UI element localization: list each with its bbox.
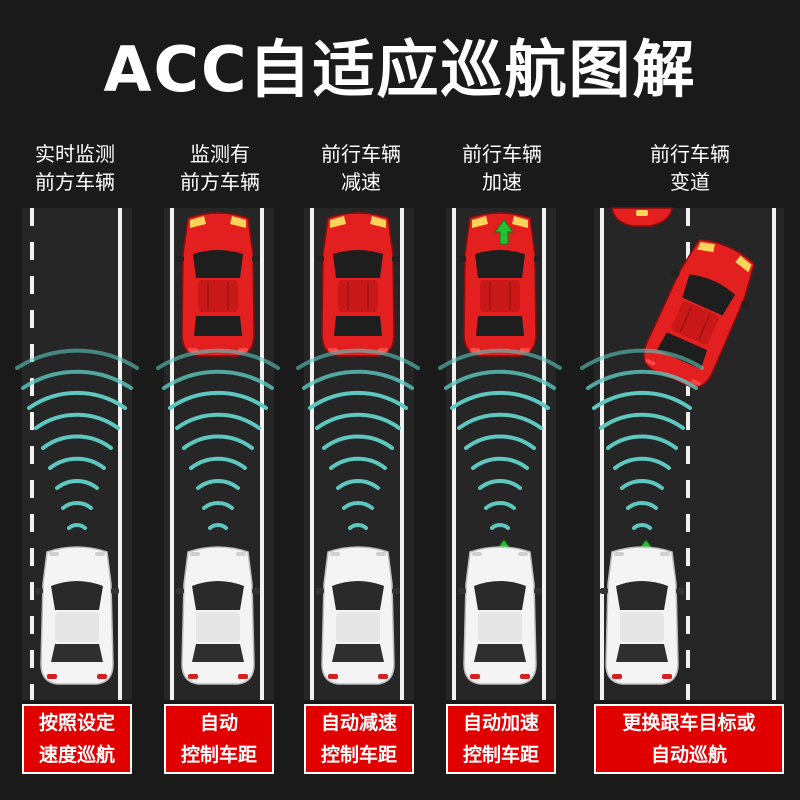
lane-edge-line	[400, 208, 404, 700]
column-label: 前行车辆 加速	[437, 140, 567, 200]
lane-edge-line	[452, 208, 456, 700]
lane-dash-line	[686, 208, 690, 700]
action-line1: 更换跟车目标或	[622, 712, 756, 734]
action-box-1: 按照设定 速度巡航	[22, 704, 132, 774]
road-lane-1	[22, 208, 132, 700]
column-label-line1: 前行车辆	[650, 142, 730, 166]
lane-edge-line	[310, 208, 314, 700]
road-lane-4	[446, 208, 556, 700]
column-label: 实时监测 前方车辆	[15, 140, 135, 200]
action-box-2: 自动 控制车距	[164, 704, 274, 774]
action-box-5: 更换跟车目标或 自动巡航	[594, 704, 784, 774]
column-label-line2: 前方车辆	[35, 170, 115, 194]
lane-edge-line	[542, 208, 546, 700]
column-label: 前行车辆 变道	[590, 140, 790, 200]
action-line2: 速度巡航	[38, 744, 115, 766]
road-lane-2	[164, 208, 274, 700]
lane-edge-line	[260, 208, 264, 700]
action-line2: 控制车距	[320, 744, 397, 766]
action-line1: 自动加速	[462, 712, 539, 734]
lane-edge-line	[600, 208, 604, 700]
road-lane-5	[594, 208, 784, 700]
page-title: ACC自适应巡航图解	[103, 33, 697, 106]
column-label-line2: 变道	[670, 170, 710, 194]
column-label: 前行车辆 减速	[296, 140, 426, 200]
lane-edge-line	[118, 208, 122, 700]
column-label-line1: 前行车辆	[462, 142, 542, 166]
action-line1: 自动减速	[320, 712, 397, 734]
action-box-3: 自动减速 控制车距	[304, 704, 414, 774]
action-line2: 控制车距	[180, 744, 257, 766]
column-label-line2: 前方车辆	[180, 170, 260, 194]
action-line2: 控制车距	[462, 744, 539, 766]
column-label-line2: 加速	[482, 170, 522, 194]
column-label-line1: 前行车辆	[321, 142, 401, 166]
column-label-line1: 监测有	[190, 142, 250, 166]
column-label-line1: 实时监测	[35, 142, 115, 166]
action-line2: 自动巡航	[650, 744, 727, 766]
column-label: 监测有 前方车辆	[155, 140, 285, 200]
action-line1: 自动	[199, 712, 238, 734]
action-line1: 按照设定	[38, 712, 115, 734]
column-label-line2: 减速	[341, 170, 381, 194]
action-box-4: 自动加速 控制车距	[446, 704, 556, 774]
lane-edge-line	[772, 208, 776, 700]
lane-dash-line	[30, 208, 34, 700]
lane-edge-line	[170, 208, 174, 700]
road-lane-3	[304, 208, 414, 700]
